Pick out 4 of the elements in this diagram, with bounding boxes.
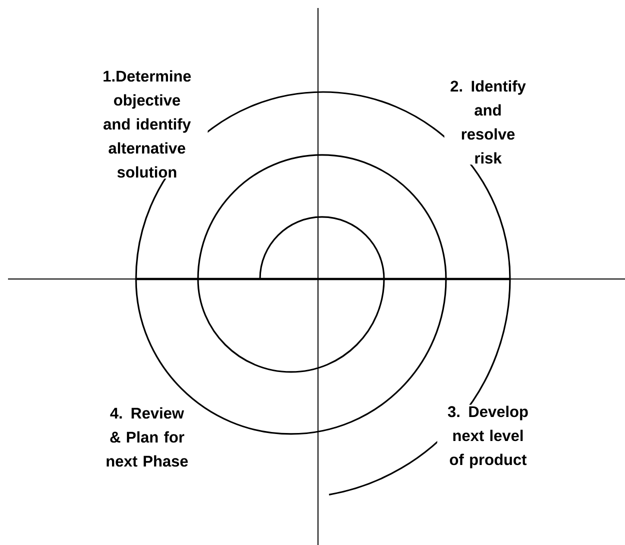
phase-label: 4. Review & Plan for next Phase (100, 406, 194, 468)
phase-label: 1.Determine objective and identify alternative solution (86, 69, 208, 179)
phase-label: 3. Develop next level of product (437, 404, 539, 470)
phase-label: 2. Identify and resolve risk (444, 79, 532, 165)
